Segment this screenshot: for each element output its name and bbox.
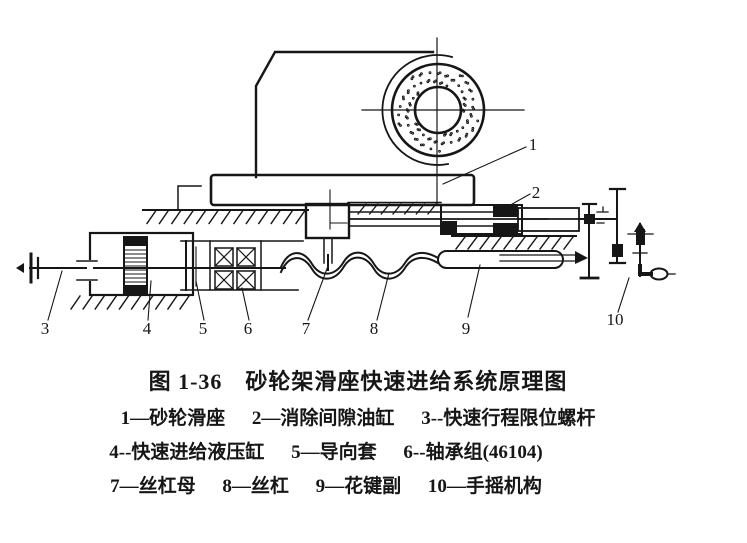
leader-line-3 <box>47 270 63 321</box>
wheel-guard-arc <box>381 54 454 166</box>
hand-crank-mechanism <box>578 187 676 281</box>
piston <box>123 236 148 295</box>
part-label-4: 4 <box>143 319 152 338</box>
legend-item: 9—花键副 <box>315 476 402 497</box>
feed-hydraulic-cylinder <box>70 231 195 310</box>
leader-lines <box>47 146 630 321</box>
screw-end-arrow <box>575 251 588 264</box>
bearing-group <box>209 240 262 291</box>
part-label-3: 3 <box>41 319 50 338</box>
leader-line-8 <box>376 272 390 321</box>
legend-item: 4--快速进给液压缸 <box>109 442 265 463</box>
piston-stripes <box>124 249 147 283</box>
cylinder-mount-hatching <box>70 295 190 310</box>
legend-item: 5—导向套 <box>291 442 377 463</box>
guideway-hatching <box>142 185 577 250</box>
part-labels: 1 2 3 4 5 6 7 8 9 10 <box>41 135 624 338</box>
part-label-7: 7 <box>302 319 311 338</box>
legend-item: 10—手摇机构 <box>427 476 542 497</box>
spline-capsule <box>437 250 588 269</box>
part-label-10: 10 <box>607 310 624 329</box>
part-label-9: 9 <box>462 319 471 338</box>
part-label-1: 1 <box>529 135 538 154</box>
oil-cylinder <box>440 204 580 235</box>
legend-item: 7—丝杠母 <box>110 476 196 497</box>
legend-item: 1—砂轮滑座 <box>120 408 226 429</box>
bevel-gear-right <box>636 229 645 245</box>
leader-line-7 <box>307 265 329 321</box>
part-label-6: 6 <box>244 319 253 338</box>
figure-caption: 图 1-36 砂轮架滑座快速进给系统原理图 1—砂轮滑座 2—消除间隙油缸 3-… <box>0 369 716 510</box>
gear-on-stop-shaft <box>584 214 595 224</box>
legend-line-2: 4--快速进给液压缸 5—导向套 6--轴承组(46104) <box>0 442 684 463</box>
abrasive-texture-dots <box>397 71 480 153</box>
figure-title: 图 1-36 砂轮架滑座快速进给系统原理图 <box>148 369 568 394</box>
part-label-8: 8 <box>370 319 379 338</box>
part-label-5: 5 <box>199 319 208 338</box>
slide-body <box>209 173 476 207</box>
crank-elbow <box>638 264 653 276</box>
legend-line-1: 1—砂轮滑座 2—消除间隙油缸 3--快速行程限位螺杆 <box>0 408 716 429</box>
lead-screw-wave <box>279 251 440 280</box>
legend-item: 3--快速行程限位螺杆 <box>421 408 596 429</box>
bevel-gear-left <box>612 244 623 257</box>
leader-line-6 <box>241 287 250 321</box>
nut-block <box>304 189 351 271</box>
leader-line-4 <box>147 280 152 321</box>
legend-item: 2—消除间隙油缸 <box>251 408 395 429</box>
leader-line-2 <box>497 193 531 213</box>
limit-screw-end <box>16 252 40 284</box>
wheel-head-housing <box>254 50 435 179</box>
leader-line-9 <box>467 264 481 318</box>
leader-line-10 <box>617 277 630 313</box>
legend-item: 6--轴承组(46104) <box>403 442 543 463</box>
legend-item: 8—丝杠 <box>222 476 289 497</box>
grinding-wheel <box>361 37 525 205</box>
leader-line-1 <box>442 146 527 185</box>
legend-line-3: 7—丝杠母 8—丝杠 9—花键副 10—手摇机构 <box>0 476 684 497</box>
part-label-2: 2 <box>532 183 541 202</box>
bearing-symbols <box>214 247 256 290</box>
guide-sleeve <box>180 240 304 291</box>
bed-step <box>177 185 202 210</box>
crank-handle <box>649 267 669 281</box>
leader-line-5 <box>195 280 205 321</box>
